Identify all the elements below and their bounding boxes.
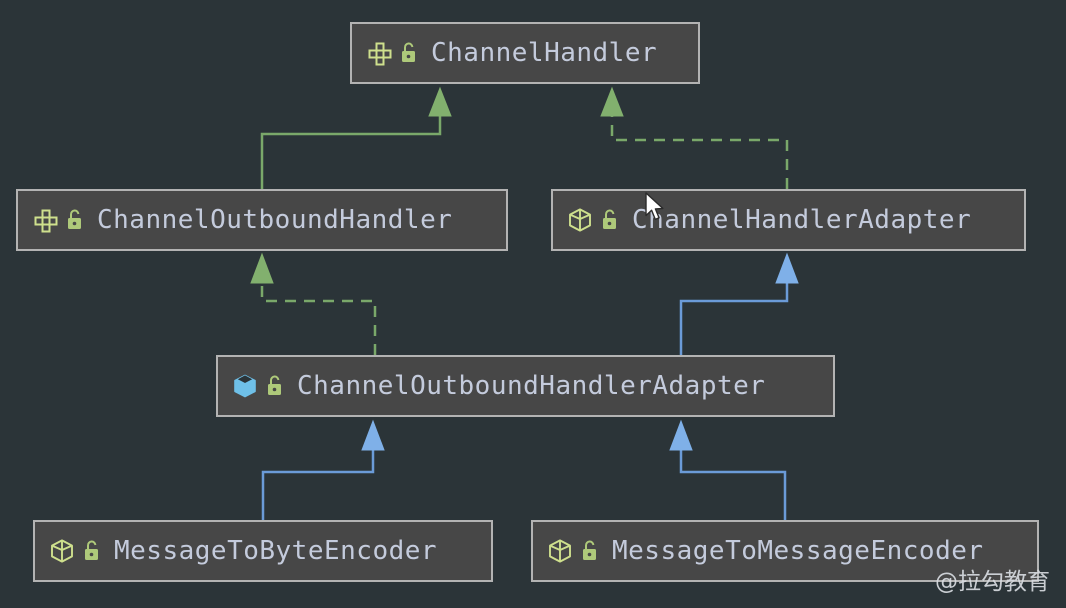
class-name-label: ChannelOutboundHandler	[97, 205, 453, 235]
unlocked-padlock-icon	[583, 540, 596, 560]
class-node-message-to-message-encoder[interactable]: MessageToMessageEncoder	[531, 520, 1039, 582]
edge-outbound-to-handler	[260, 86, 452, 189]
class-node-channel-handler-adapter[interactable]: ChannelHandlerAdapter	[551, 189, 1026, 251]
class-node-channel-handler[interactable]: ChannelHandler	[350, 22, 700, 84]
class-name-label: ChannelHandler	[431, 38, 658, 68]
node-icons	[366, 40, 431, 66]
class-icon	[234, 374, 256, 398]
edge-adapter-to-handler	[600, 86, 789, 189]
class-name-label: ChannelOutboundHandlerAdapter	[297, 371, 766, 401]
class-name-label: MessageToByteEncoder	[114, 536, 438, 566]
class-name-label: ChannelHandlerAdapter	[632, 205, 972, 235]
unlocked-padlock-icon	[268, 375, 281, 395]
unlocked-padlock-icon	[402, 42, 415, 62]
unlocked-padlock-icon	[85, 540, 98, 560]
interface-icon	[368, 42, 392, 66]
unlocked-padlock-icon	[603, 209, 616, 229]
abstract-class-icon	[549, 539, 571, 563]
class-name-label: MessageToMessageEncoder	[612, 536, 984, 566]
edge-bytenc-to-outboundadapter	[261, 419, 385, 520]
abstract-class-icon	[569, 208, 591, 232]
node-icons	[232, 373, 297, 399]
class-node-channel-outbound-handler-adapter[interactable]: ChannelOutboundHandlerAdapter	[216, 355, 835, 417]
unlocked-padlock-icon	[68, 209, 81, 229]
interface-icon	[34, 209, 58, 233]
abstract-class-icon	[51, 539, 73, 563]
node-icons	[32, 207, 97, 233]
edge-outboundadapter-to-outbound	[250, 252, 377, 355]
node-icons	[49, 538, 114, 564]
edge-msgenc-to-outboundadapter	[669, 419, 787, 520]
class-node-channel-outbound-handler[interactable]: ChannelOutboundHandler	[16, 189, 508, 251]
class-node-message-to-byte-encoder[interactable]: MessageToByteEncoder	[33, 520, 493, 582]
edge-outboundadapter-to-handleradapter	[679, 252, 799, 355]
node-icons	[567, 207, 632, 233]
node-icons	[547, 538, 612, 564]
